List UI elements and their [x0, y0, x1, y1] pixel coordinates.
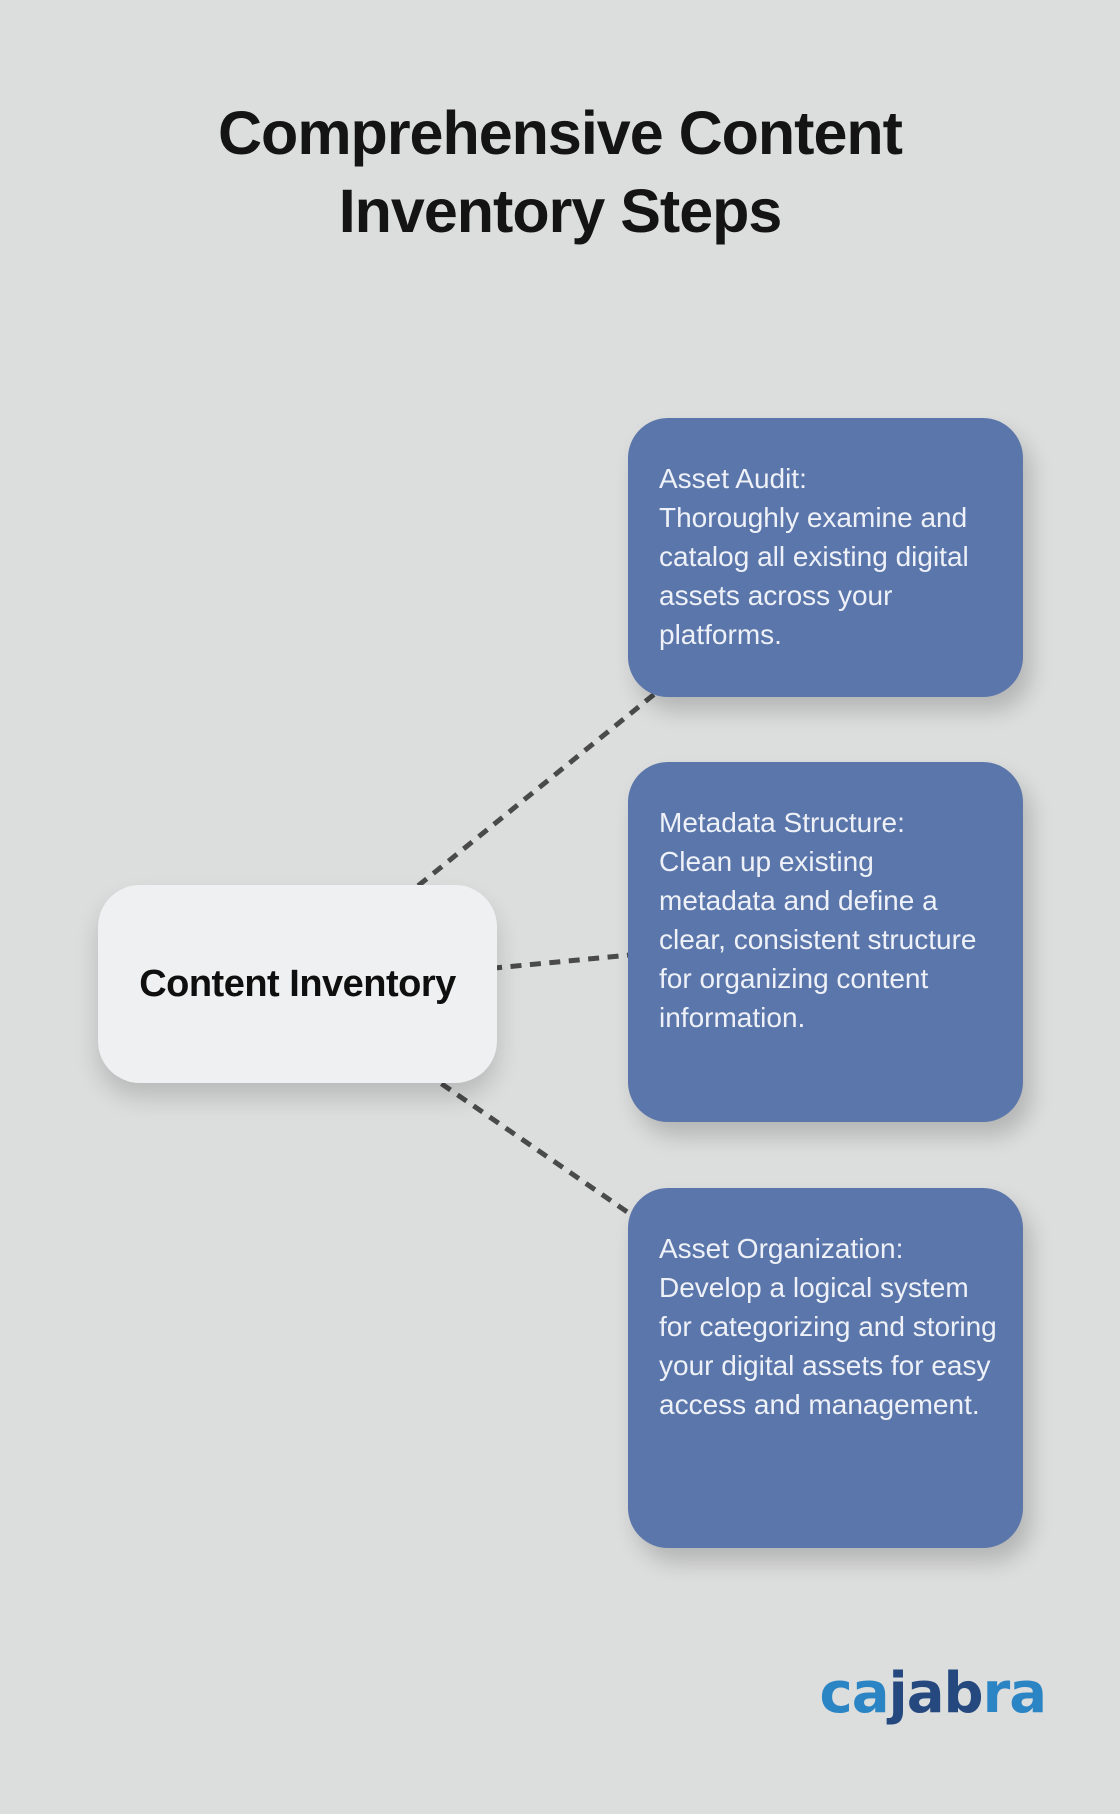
page-title-line-2: Inventory Steps [338, 177, 783, 245]
step-box-asset-audit: Asset Audit: Thoroughly examine and cata… [628, 418, 1023, 697]
step-body-asset-audit: Thoroughly examine and catalog all exist… [659, 502, 969, 650]
step-box-metadata-structure: Metadata Structure: Clean up existing me… [628, 762, 1023, 1122]
step-body-metadata-structure: Clean up existing metadata and define a … [659, 846, 977, 1033]
cajabra-logo-segment-dark: jab [888, 1661, 984, 1726]
step-body-asset-organization: Develop a logical system for categorizin… [659, 1272, 997, 1420]
step-heading-metadata-structure: Metadata Structure: [659, 807, 905, 838]
step-heading-asset-organization: Asset Organization: [659, 1233, 904, 1264]
cajabra-logo-segment-light-1: ca [819, 1661, 890, 1726]
page-title: Comprehensive Content Inventory Steps [0, 94, 1120, 250]
connector-line-metadata-structure [296, 952, 631, 990]
cajabra-logo: cajabra [820, 1666, 1047, 1722]
step-box-asset-organization: Asset Organization: Develop a logical sy… [628, 1188, 1023, 1548]
content-inventory-label: Content Inventory [139, 962, 456, 1005]
page-title-line-1: Comprehensive Content [218, 99, 903, 167]
step-heading-asset-audit: Asset Audit: [659, 463, 807, 494]
content-inventory-node: Content Inventory [98, 885, 497, 1083]
cajabra-logo-segment-light-2: ra [982, 1661, 1047, 1726]
